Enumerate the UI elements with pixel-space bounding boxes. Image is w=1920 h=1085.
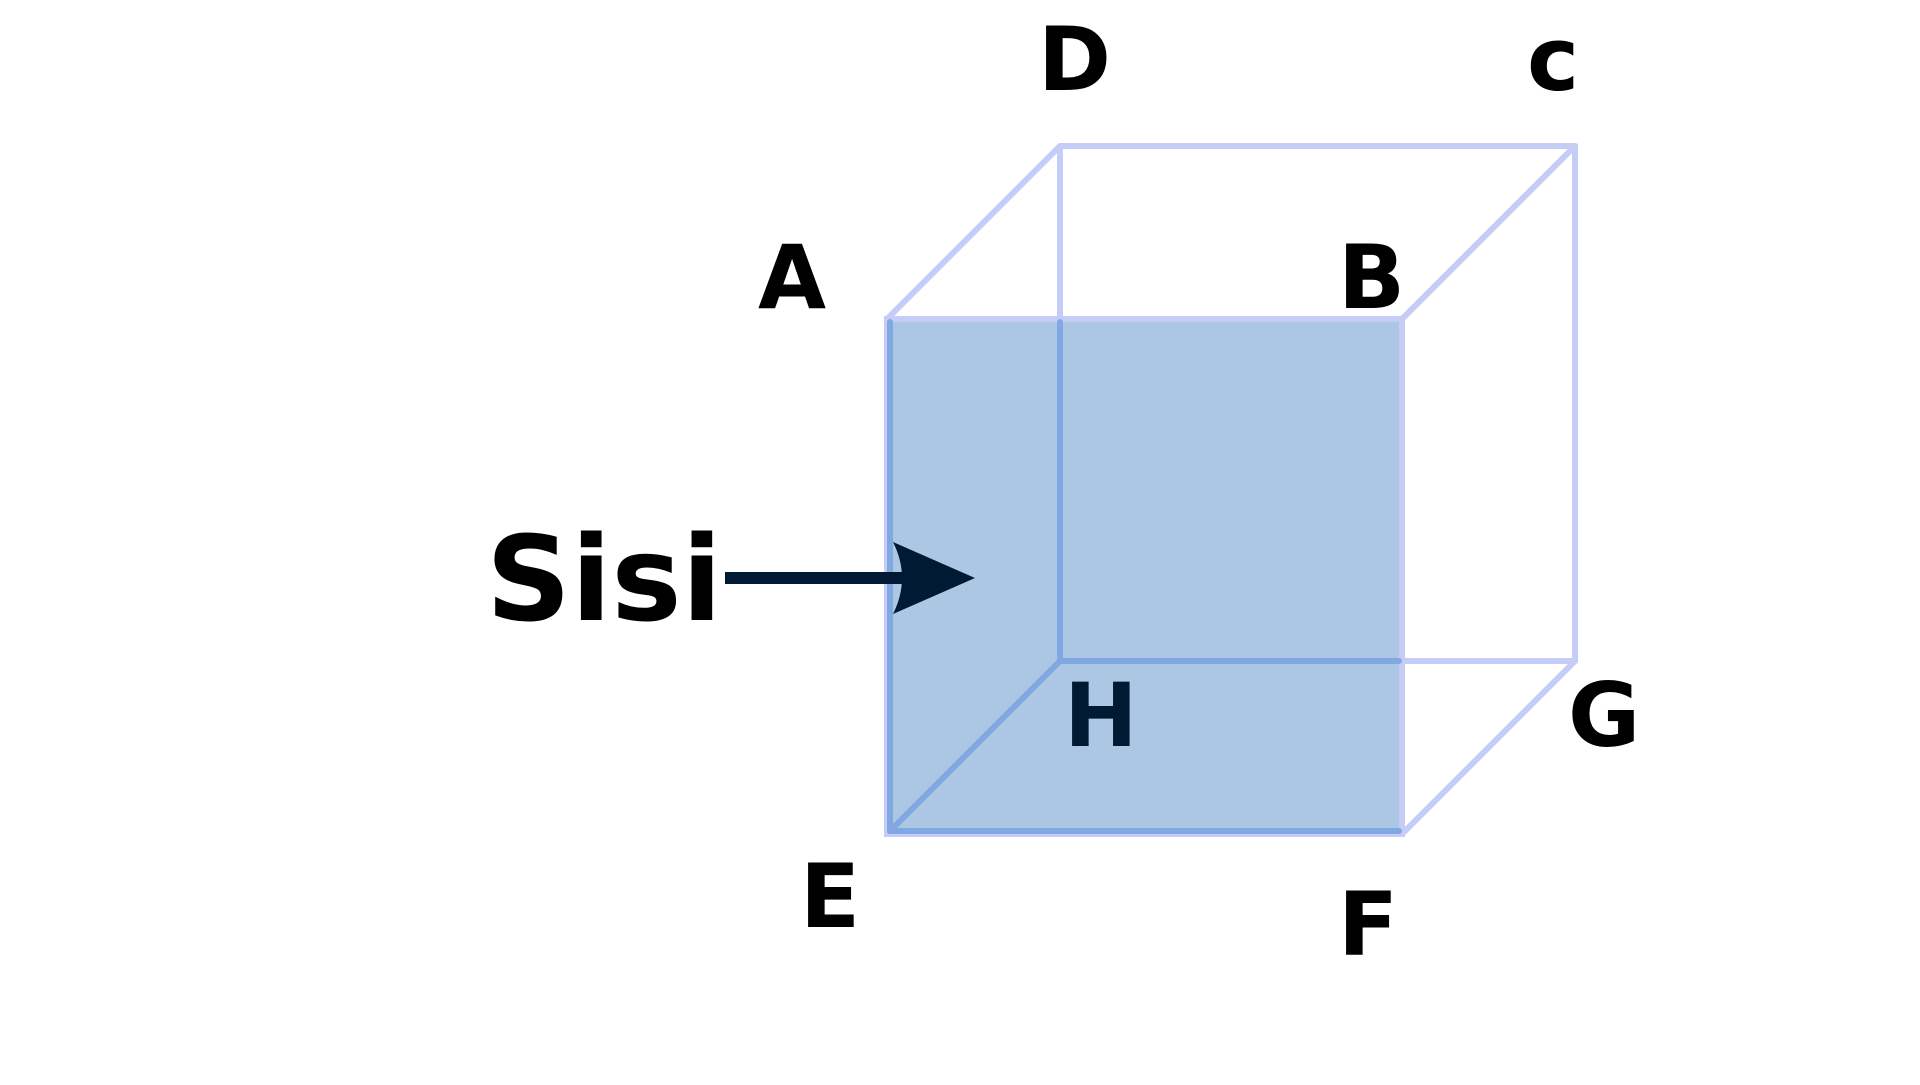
edge-h-e [887,658,1063,834]
edge-g-f [1399,658,1578,837]
edge-d-a [884,143,1063,322]
edge-c-b [1399,143,1578,322]
vertex-label-d: D [1038,8,1111,111]
vertex-label-h: H [1064,664,1138,767]
arrow-head-icon [893,542,975,614]
vertex-label-c: c [1527,8,1579,111]
vertex-label-f: F [1338,873,1398,976]
cube-back-edges [884,143,1578,837]
vertex-label-b: B [1338,226,1405,329]
arrow [725,542,975,614]
side-label: Sisi [486,510,722,648]
vertex-label-g: G [1568,664,1640,767]
vertex-label-e: E [800,845,860,948]
vertex-label-a: A [758,226,826,329]
